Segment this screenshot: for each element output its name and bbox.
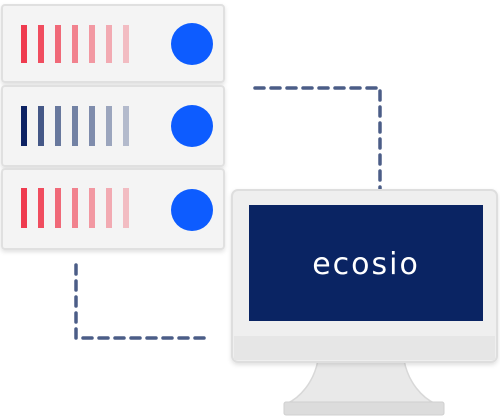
server-unit: [1, 4, 225, 83]
connector-top: [253, 86, 382, 192]
brand-logo: ecosio: [312, 247, 420, 282]
monitor: ecosio: [231, 189, 498, 416]
connector-bottom: [74, 263, 212, 340]
monitor-base: [283, 401, 445, 416]
status-bars: [21, 25, 129, 63]
monitor-stand: [285, 359, 437, 405]
monitor-chin: [234, 336, 495, 360]
server-unit: [1, 168, 225, 250]
server-unit: [1, 85, 225, 167]
status-bars: [21, 188, 129, 228]
status-dot: [171, 105, 213, 147]
status-bars: [21, 106, 129, 146]
server-stack: [1, 4, 225, 250]
status-dot: [171, 23, 213, 65]
monitor-screen: [249, 205, 483, 321]
status-dot: [171, 189, 213, 231]
